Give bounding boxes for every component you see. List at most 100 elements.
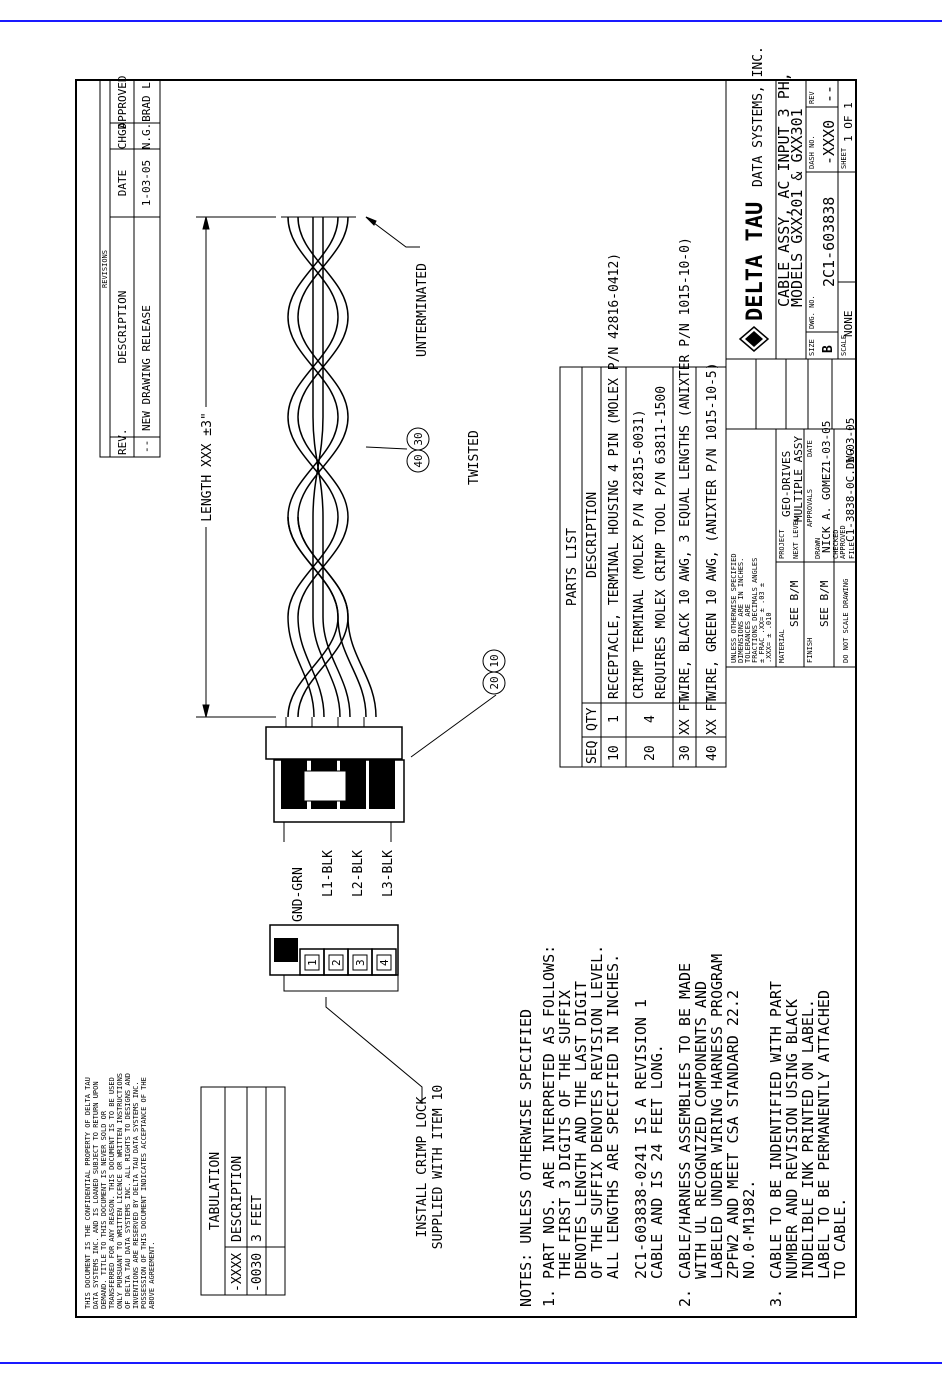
balloon-group-connector: 10 20 <box>410 649 506 758</box>
revisions-header: APPROVED <box>116 76 129 129</box>
parts-list-header: QTY <box>585 707 600 731</box>
connector-side-view <box>265 717 405 842</box>
balloon-number: 20 <box>488 676 501 689</box>
notes-block: NOTES: UNLESS OTHERWISE SPECIFIED 1. PAR… <box>517 945 849 1307</box>
drawing-title-line: MODELS GXX201 & GXX301 <box>788 108 806 307</box>
parts-description: WIRE, GREEN 10 AWG, (ANIXTER P/N 1015-10… <box>705 362 720 699</box>
size-label: SIZE <box>808 339 816 356</box>
wire-labels: GND-GRN L1-BLK L2-BLK L3-BLK <box>291 850 396 922</box>
note-line: INDELIBLE INK PRINTED ON LABEL. <box>799 999 817 1279</box>
tabulation-table: TABULATION -XXXX DESCRIPTION -0030 3 FEE… <box>200 1086 286 1296</box>
pin-number: 3 <box>354 959 367 966</box>
pin-number: 2 <box>330 959 343 966</box>
dash-no-value: -XXX0 <box>820 120 838 165</box>
revisions-cell: -- <box>140 440 153 453</box>
date-label: DATE <box>806 440 814 457</box>
bottom-rule <box>0 1362 942 1364</box>
sheet-value: 1 OF 1 <box>842 102 855 142</box>
connector-pin <box>371 948 397 976</box>
parts-seq: 40 <box>705 745 720 761</box>
disclaimer-line: THIS DOCUMENT IS THE CONFIDENTIAL PROPER… <box>84 1077 92 1309</box>
tolerance-line: FRACTIONS DECIMALS ANGLES <box>751 558 759 663</box>
finish-value: SEE B/M <box>818 580 831 627</box>
unterminated-label: UNTERMINATED <box>415 263 430 357</box>
parts-qty: XX FT <box>678 696 693 735</box>
material-value: SEE B/M <box>788 580 801 627</box>
note-line: 2C1-603838-0241 IS A REVISION 1 <box>632 999 650 1279</box>
size-value: B <box>821 345 836 353</box>
disclaimer-line: INVENTIONS ARE RESERVED BY DELTA TAU DAT… <box>132 1081 140 1309</box>
pin-number: 1 <box>306 959 319 966</box>
project-value: GEO-DRIVES <box>780 451 793 517</box>
tabulation-cell: -0030 <box>250 1253 265 1292</box>
balloon-number: 30 <box>412 432 425 445</box>
twisted-label: TWISTED <box>467 430 482 485</box>
company-name-rest: DATA SYSTEMS, INC. <box>751 46 766 187</box>
file-value: C1-3838-0C.DWG <box>844 449 857 542</box>
tolerance-line: ± FRAC .XX= ± .03 ± <box>758 583 766 663</box>
twisted-wire-bundle <box>281 216 377 718</box>
tabulation-title: TABULATION <box>208 1152 223 1230</box>
top-rule <box>0 20 942 22</box>
note-line: LABEL TO BE PERMANENTLY ATTACHED <box>815 990 833 1279</box>
tolerance-line: UNLESS OTHERWISE SPECIFIED <box>730 553 738 663</box>
finish-label: FINISH <box>806 638 814 663</box>
parts-list-title: PARTS LIST <box>565 528 580 606</box>
parts-qty: XX FT <box>705 696 720 735</box>
next-level-value: MULTIPLE ASSY <box>792 436 805 522</box>
drawing-title-line: CABLE ASSY, AC INPUT 3 PH, <box>775 72 793 307</box>
parts-seq: 30 <box>678 745 693 761</box>
parts-list-header: SEQ <box>585 740 600 764</box>
disclaimer-line: OF DELTA TAU DATA SYSTEMS INC. ALL RIGHT… <box>124 1073 132 1309</box>
wire-label-l3: L3-BLK <box>381 850 396 897</box>
crimp-note-line: SUPPLIED WITH ITEM 10 <box>431 1085 446 1249</box>
wire-label-gnd: GND-GRN <box>291 867 306 922</box>
parts-description: RECEPTACLE, TERMINAL HOUSING 4 PIN (MOLE… <box>607 253 622 699</box>
unterminated-callout: UNTERMINATED <box>365 216 430 357</box>
drawn-value: NICK A. GOMEZ <box>820 467 833 553</box>
tolerance-line: .XXX= ± .010 <box>765 612 773 663</box>
disclaimer-line: DATA SYSTEMS INC. AND IS LOANED SUBJECT … <box>92 1081 100 1309</box>
rev-label: REV <box>808 91 816 104</box>
title-block: UNLESS OTHERWISE SPECIFIED DIMENSIONS AR… <box>725 46 857 668</box>
scale-value: NONE <box>842 311 855 338</box>
note-line: CABLE AND IS 24 FEET LONG. <box>648 1044 666 1279</box>
note-line: CABLE/HARNESS ASSEMBLIES TO BE MADE <box>676 963 694 1279</box>
disclaimer-line: TRANSFERRED FOR ANY REASON. THIS DOCUMEN… <box>108 1077 116 1309</box>
checked-label: CHECKED <box>832 529 840 559</box>
length-label: LENGTH XXX ±3" <box>200 412 215 522</box>
note-line: OF THE SUFFIX DENOTES REVISION LEVEL. <box>588 945 606 1279</box>
parts-list-header: DESCRIPTION <box>585 492 600 578</box>
company-logo-text: DELTA TAU <box>743 202 768 321</box>
tabulation-header: -XXXX <box>230 1253 245 1292</box>
note-line: TO CABLE. <box>831 1198 849 1279</box>
approved-label: APPROVED <box>839 525 847 559</box>
crimp-note-line: INSTALL CRIMP LOCK <box>415 1096 430 1237</box>
no-scale-note: DO NOT SCALE DRAWING <box>842 579 850 663</box>
file-date: 1-03-05 <box>844 418 857 464</box>
parts-description: CRIMP TERMINAL (MOLEX P/N 42815-0031) <box>632 409 647 699</box>
note-line: ALL LENGTHS ARE SPECIFIED IN INCHES. <box>604 954 622 1279</box>
disclaimer-line: ABOVE AGREEMENT. <box>148 1242 156 1309</box>
revisions-cell: 1-03-05 <box>140 160 153 206</box>
revisions-cell: BRAD L <box>140 82 153 122</box>
drawn-date: 1-03-05 <box>820 421 833 467</box>
drawn-label: DRAWN <box>814 538 822 559</box>
parts-list-table: PARTS LIST SEQ QTY DESCRIPTION 10 1 RECE… <box>559 237 727 768</box>
disclaimer-block: THIS DOCUMENT IS THE CONFIDENTIAL PROPER… <box>84 1073 156 1309</box>
balloon-number: 40 <box>412 454 425 467</box>
note-line: WITH UL RECOGNIZED COMPONENTS AND <box>692 981 710 1279</box>
revisions-table: REVISIONS REV. DESCRIPTION DATE CHGD APP… <box>99 76 161 458</box>
length-dimension: LENGTH XXX ±3" <box>196 216 276 718</box>
parts-description: WIRE, BLACK 10 AWG, 3 EQUAL LENGTHS (ANI… <box>678 237 693 699</box>
disclaimer-line: ONLY PURSUANT TO WRITTEN LICENCE OR WRIT… <box>116 1073 124 1309</box>
revisions-cell: N.G. <box>140 123 153 150</box>
note-line: PART NOS. ARE INTERPRETED AS FOLLOWS: <box>540 945 558 1279</box>
balloon-group-wires: 30 40 TWISTED <box>365 427 482 485</box>
disclaimer-line: POSSESSION OF THIS DOCUMENT INDICATES AC… <box>140 1077 148 1309</box>
dwg-no-label: DWG. NO. <box>808 295 816 329</box>
dash-no-label: DASH NO. <box>808 135 816 169</box>
note-line: ZPFW2 AND MEET CSA STANDARD 22.2 <box>724 990 742 1279</box>
note-line: NUMBER AND REVISION USING BLACK <box>783 999 801 1279</box>
